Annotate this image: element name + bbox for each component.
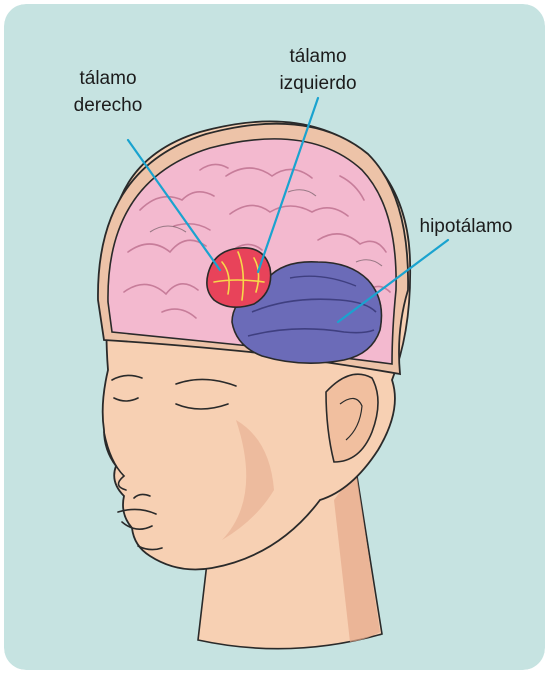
label-left-thalamus-line2: izquierdo bbox=[279, 73, 356, 94]
label-right-thalamus-line1: tálamo bbox=[79, 68, 136, 89]
label-hypothalamus: hipotálamo bbox=[420, 216, 513, 237]
label-right-thalamus-line2: derecho bbox=[74, 95, 143, 116]
thalamus bbox=[207, 248, 271, 307]
diagram-panel: tálamo derecho tálamo izquierdo hipotála… bbox=[4, 4, 545, 670]
label-left-thalamus-line1: tálamo bbox=[289, 46, 346, 67]
